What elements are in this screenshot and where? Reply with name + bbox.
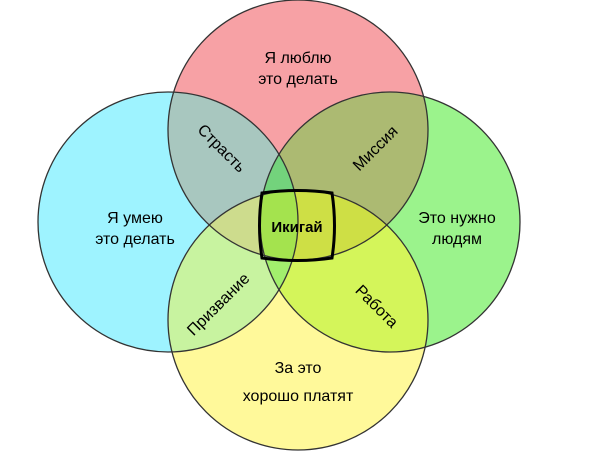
love-label-line2: это делать (258, 71, 338, 88)
ikigai-border (258, 189, 336, 262)
vocation-region (168, 190, 298, 352)
paid-for-label-line2: хорошо платят (243, 388, 354, 405)
love-label-line1: Я люблю (264, 50, 331, 67)
passion-region (168, 92, 298, 260)
world-needs-label-line1: Это нужно (418, 210, 496, 227)
good-at-label-line2: это делать (95, 231, 175, 248)
ikigai-label: Икигай (271, 219, 322, 236)
world-needs-label-line2: людям (432, 231, 482, 248)
paid-for-label-line1: За это (275, 360, 322, 377)
good-at-label-line1: Я умею (107, 210, 163, 227)
